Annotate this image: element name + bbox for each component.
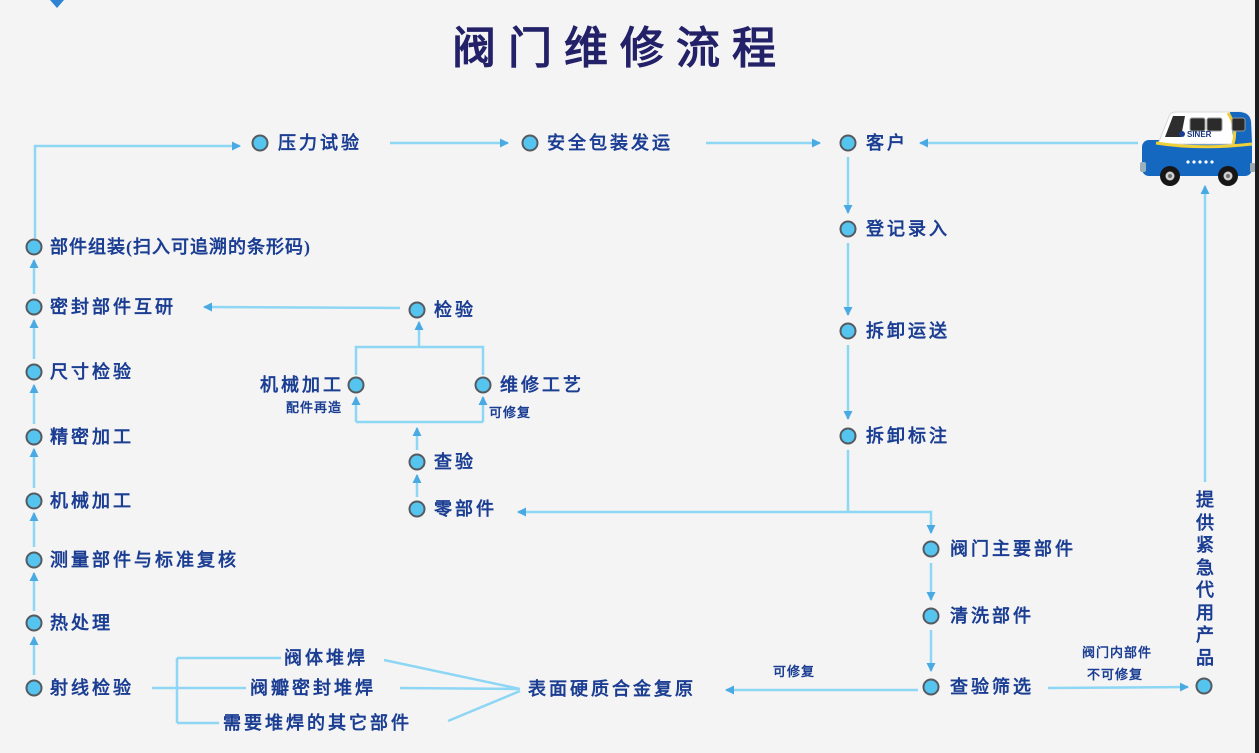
label-inspection-screening: 查验筛选 xyxy=(950,677,1034,697)
node-machining-mid xyxy=(347,376,365,394)
flow-line-bodywelding xyxy=(383,658,521,691)
node-registration xyxy=(839,220,857,238)
node-dots xyxy=(25,134,1213,697)
flow-line-assembly-to-pressure xyxy=(33,141,241,238)
label-assembly: 部件组装(扫入可追溯的条形码) xyxy=(50,237,311,257)
node-check xyxy=(408,453,426,471)
label-customer: 客户 xyxy=(866,133,908,153)
label-machining-mid: 机械加工 xyxy=(260,375,344,395)
flow-line-otherwelding xyxy=(447,689,521,723)
label-packing-shipping: 安全包装发运 xyxy=(547,133,673,153)
label-surface-restoration: 表面硬质合金复原 xyxy=(528,679,696,699)
truck-brand-text: SINER xyxy=(1187,130,1212,139)
topleft-logo-fragment-icon xyxy=(50,0,64,8)
node-machining-left xyxy=(25,492,43,510)
label-parts-remanufacture: 配件再造 xyxy=(286,400,343,415)
truck-window-1 xyxy=(1189,117,1206,132)
label-dimension-inspection: 尺寸检验 xyxy=(50,362,134,382)
truck-dots xyxy=(1186,160,1214,164)
node-heat-treatment xyxy=(25,614,43,632)
node-disassembly-transport xyxy=(839,322,857,340)
truck-hubcap-front xyxy=(1168,174,1172,178)
flow-line-marking-to-parts xyxy=(517,450,850,517)
truck-window-2 xyxy=(1206,117,1223,132)
label-disassembly-marking: 拆卸标注 xyxy=(866,426,950,446)
node-inspection xyxy=(408,301,426,319)
label-heat-treatment: 热处理 xyxy=(50,613,113,633)
flow-line-upper-bracket xyxy=(354,345,485,375)
node-seal-lapping xyxy=(25,298,43,316)
truck-hubcap-rear xyxy=(1226,174,1230,178)
flow-line-marking-to-valve-main xyxy=(848,510,936,534)
label-machining-left: 机械加工 xyxy=(50,491,134,511)
label-parts: 零部件 xyxy=(434,499,497,519)
label-valve-body-welding: 阀体堆焊 xyxy=(284,648,368,668)
node-pressure-test xyxy=(251,134,269,152)
delivery-truck: SINER xyxy=(1140,111,1255,186)
label-radiographic-inspection: 射线检验 xyxy=(50,678,134,698)
truck-window-3 xyxy=(1231,117,1246,132)
label-not-repairable-1: 阀门内部件 xyxy=(1082,645,1153,660)
truck-windshield xyxy=(1165,116,1185,137)
node-assembly xyxy=(25,238,43,256)
node-radiographic-inspection xyxy=(25,679,43,697)
flow-line-screening-to-emergency xyxy=(1047,682,1189,692)
label-pressure-test: 压力试验 xyxy=(278,133,362,153)
label-emergency-products: 提供紧急代用产品 xyxy=(1196,490,1214,668)
node-emergency-products xyxy=(1195,677,1213,695)
label-disc-seal-welding: 阀瓣密封堆焊 xyxy=(250,678,376,698)
node-packing-shipping xyxy=(521,134,539,152)
label-inspection: 检验 xyxy=(434,300,476,320)
label-disassembly-transport: 拆卸运送 xyxy=(866,321,950,341)
node-customer xyxy=(839,134,857,152)
label-registration: 登记录入 xyxy=(866,219,950,239)
truck-rear-bumper xyxy=(1250,163,1255,172)
label-cleaning-parts: 清洗部件 xyxy=(950,606,1034,626)
label-check: 查验 xyxy=(434,452,476,472)
flow-line-discwelding xyxy=(399,686,519,691)
node-dimension-inspection xyxy=(25,363,43,381)
flow-line-inspection-to-lapping xyxy=(203,302,401,312)
connector-lines xyxy=(29,138,1210,725)
label-repairable-bottom: 可修复 xyxy=(773,664,816,679)
node-precision-machining xyxy=(25,428,43,446)
label-not-repairable-2: 不可修复 xyxy=(1087,667,1144,682)
label-other-parts-welding: 需要堆焊的其它部件 xyxy=(223,713,412,733)
label-valve-main-parts: 阀门主要部件 xyxy=(950,539,1076,559)
label-repair-process: 维修工艺 xyxy=(500,375,584,395)
node-inspection-screening xyxy=(922,678,940,696)
label-measure-review: 测量部件与标准复核 xyxy=(50,550,239,570)
node-parts xyxy=(408,500,426,518)
node-measure-review xyxy=(25,551,43,569)
page-title: 阀门维修流程 xyxy=(452,24,788,73)
window-right-edge xyxy=(1255,0,1259,753)
node-cleaning-parts xyxy=(922,607,940,625)
truck-yellow-stripe xyxy=(1155,141,1253,149)
node-valve-main-parts xyxy=(922,540,940,558)
label-precision-machining: 精密加工 xyxy=(50,427,134,447)
label-seal-lapping: 密封部件互研 xyxy=(50,297,176,317)
node-disassembly-marking xyxy=(839,427,857,445)
truck-front-bumper xyxy=(1140,162,1146,172)
node-repair-process xyxy=(474,376,492,394)
truck-logo-icon xyxy=(1179,131,1185,137)
label-repairable-mid: 可修复 xyxy=(489,405,532,420)
